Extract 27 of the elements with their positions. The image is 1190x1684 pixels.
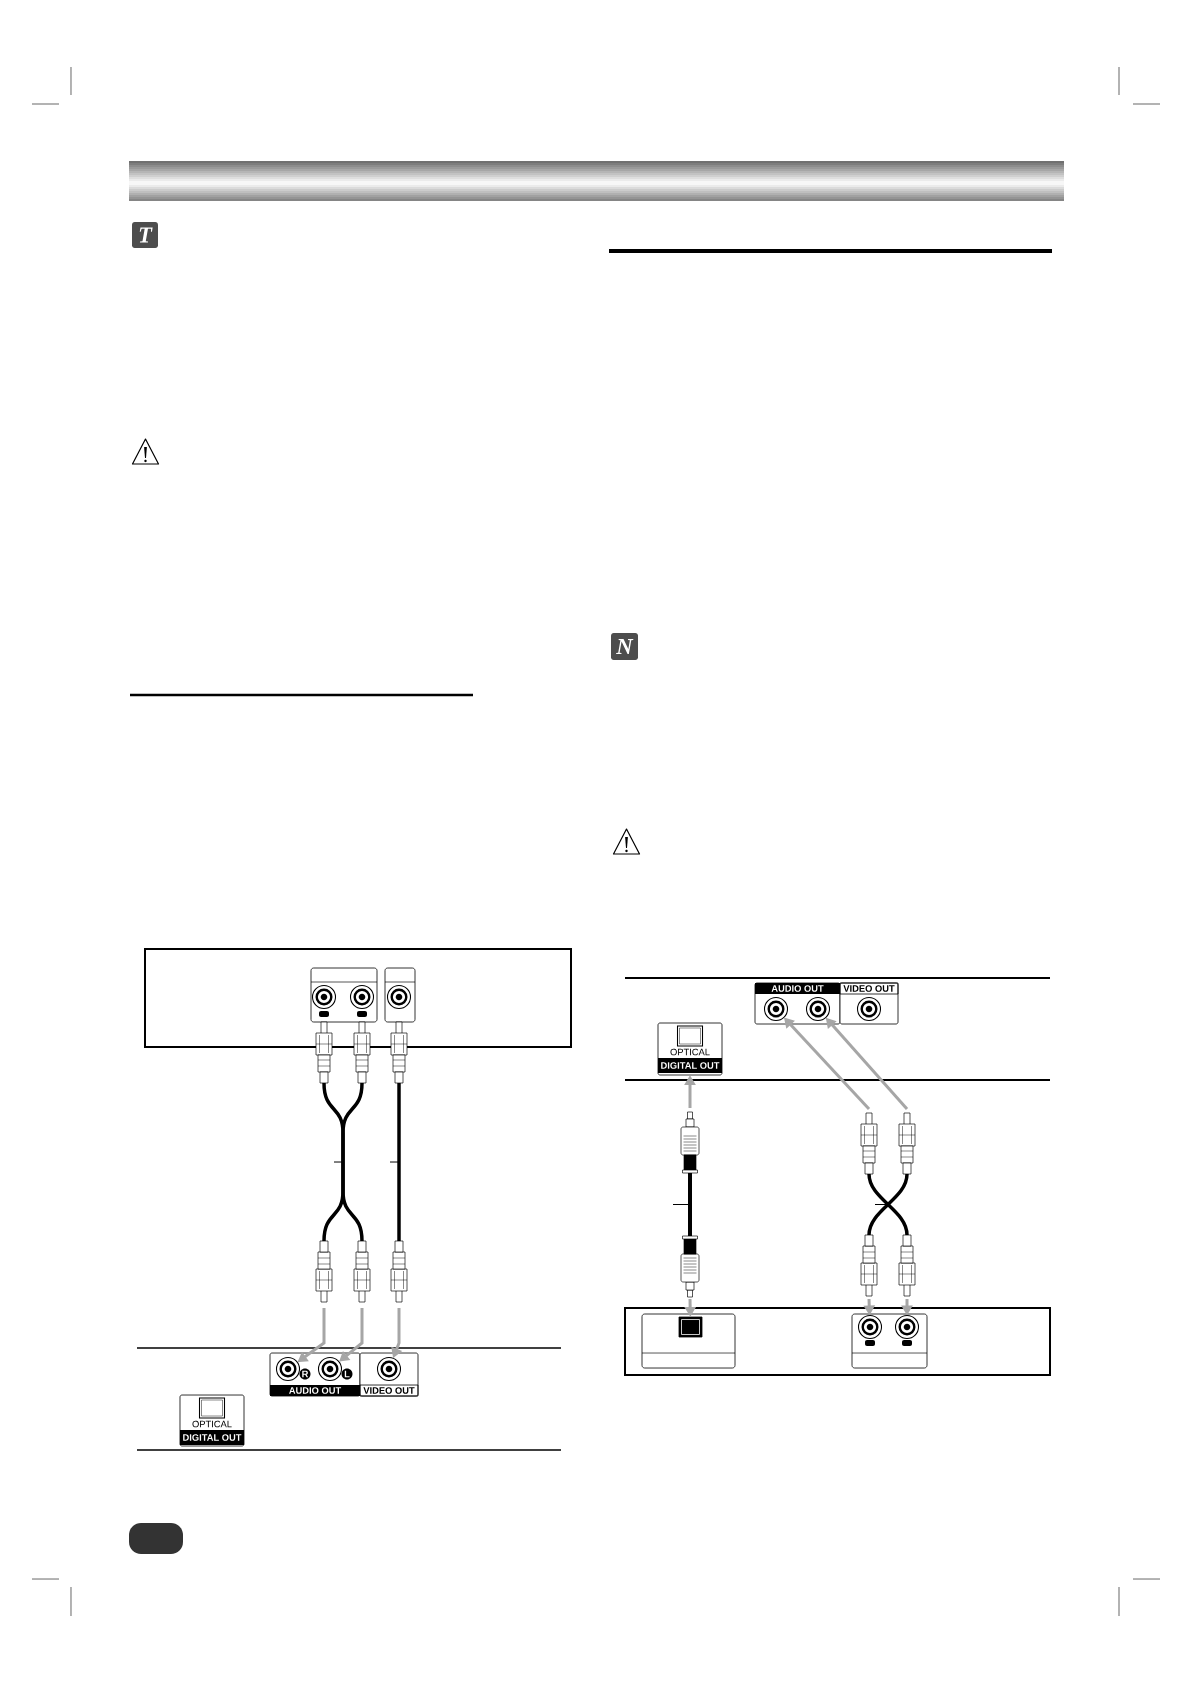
jack <box>857 1314 883 1340</box>
jack <box>894 1314 920 1340</box>
leader-line <box>874 1204 889 1205</box>
letter-badge: T <box>132 222 158 248</box>
device-box <box>144 948 572 1048</box>
jack <box>311 984 337 1010</box>
jack <box>386 984 412 1010</box>
letter-badge: N <box>611 633 638 660</box>
channel-badge: L <box>341 1368 353 1380</box>
cable <box>315 1021 371 1303</box>
leader-line <box>672 1204 691 1205</box>
jack <box>763 996 789 1022</box>
optical-jack <box>678 1316 703 1338</box>
jack-panel: OPTICAL DIGITAL OUT <box>657 1022 723 1076</box>
jack <box>376 1356 402 1382</box>
leader-line <box>389 1161 400 1163</box>
cable <box>680 1111 700 1298</box>
cable <box>390 1021 408 1303</box>
channel-badge: R <box>299 1368 311 1380</box>
jack <box>805 996 831 1022</box>
device-box <box>624 1307 1051 1376</box>
leader-line <box>333 1161 344 1163</box>
cable <box>860 1112 916 1297</box>
jack <box>349 984 375 1010</box>
jack <box>856 996 882 1022</box>
arrow <box>339 1308 364 1362</box>
jack-panel: OPTICAL DIGITAL OUT <box>179 1394 245 1447</box>
